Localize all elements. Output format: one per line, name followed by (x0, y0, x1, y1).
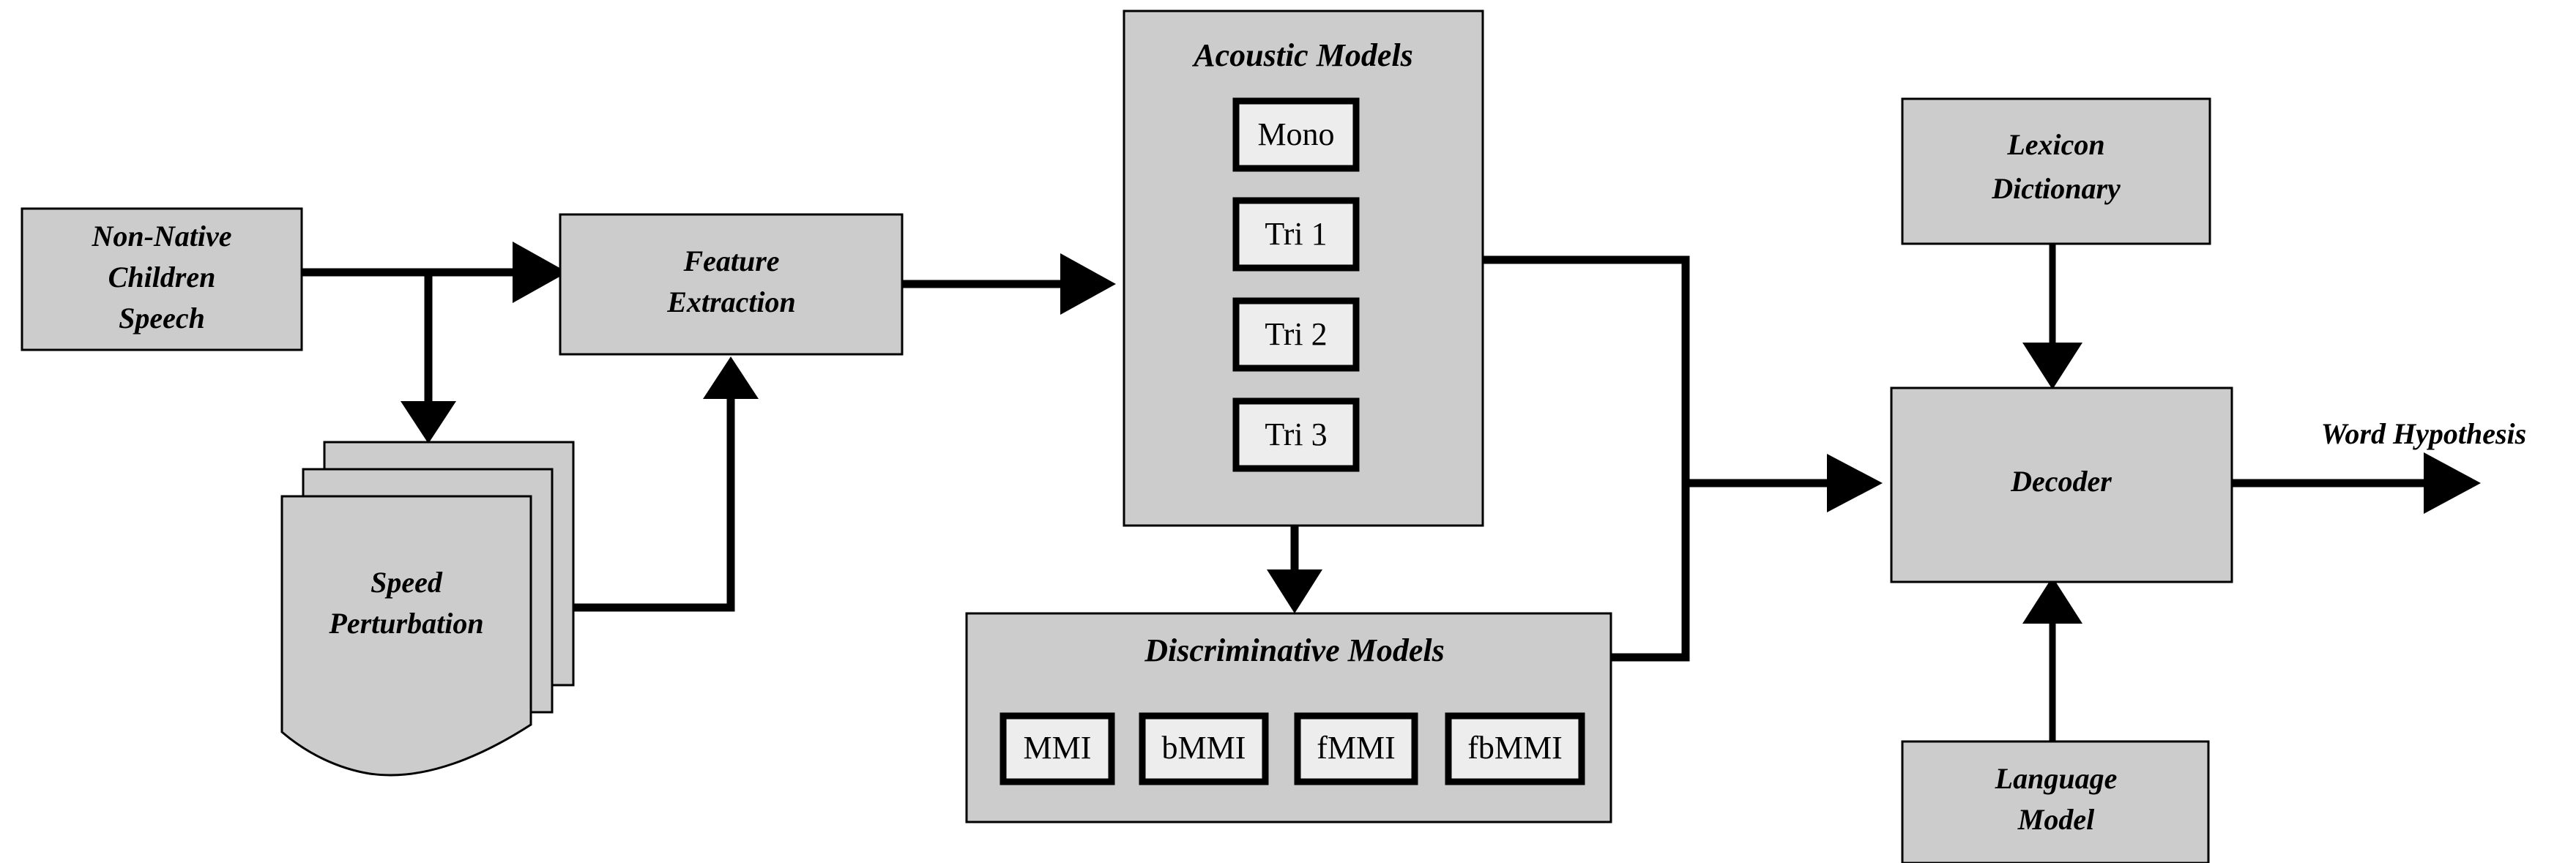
group-acoustic-models[interactable]: Acoustic Models Mono Tri 1 Tri 2 Tri 3 (1123, 10, 1484, 527)
acoustic-models-title: Acoustic Models (1191, 37, 1412, 73)
language-label-line2: Model (2017, 803, 2095, 836)
acoustic-item-tri1[interactable]: Tri 1 (1232, 197, 1360, 272)
augment-label-line2: Perturbation (328, 607, 483, 640)
acoustic-item-tri2[interactable]: Tri 2 (1232, 297, 1360, 372)
discriminative-item-label: fbMMI (1467, 730, 1563, 766)
node-speed-perturbation[interactable]: Speed Perturbation (280, 441, 575, 777)
acoustic-item-tri3[interactable]: Tri 3 (1232, 397, 1360, 472)
acoustic-item-mono[interactable]: Mono (1232, 97, 1360, 172)
acoustic-item-label: Mono (1257, 116, 1334, 152)
edge-input-to-feature (302, 242, 567, 303)
edge-feature-to-acoustic (902, 253, 1116, 315)
input-label-line1: Non-Native (91, 220, 231, 253)
augment-label-line1: Speed (371, 566, 443, 599)
decoder-label: Decoder (2010, 465, 2112, 498)
edge-language-to-decoder (2022, 577, 2082, 747)
arrowhead-icon (703, 356, 759, 399)
lexicon-label-line1: Lexicon (2006, 128, 2104, 161)
arrowhead-icon (1267, 569, 1322, 613)
acoustic-item-label: Tri 3 (1265, 416, 1327, 452)
node-language-model[interactable]: Language Model (1901, 740, 2210, 863)
discriminative-item-label: fMMI (1317, 730, 1396, 766)
node-output-word-hypothesis: Word Hypothesis (2321, 417, 2526, 450)
arrowhead-icon (2022, 343, 2082, 389)
discriminative-models-title: Discriminative Models (1144, 632, 1444, 668)
node-input-speech[interactable]: Non-Native Children Speech (21, 207, 303, 351)
output-label: Word Hypothesis (2321, 417, 2526, 450)
edge-acoustic-to-decoder (1483, 255, 1690, 483)
language-label-line1: Language (1995, 762, 2118, 795)
input-label-line3: Speech (119, 302, 205, 335)
edge-input-to-augment (401, 272, 456, 444)
acoustic-item-label: Tri 1 (1265, 216, 1327, 252)
group-discriminative-models[interactable]: Discriminative Models MMI bMMI fMMI fbMM… (965, 612, 1612, 823)
discriminative-item-mmi[interactable]: MMI (999, 712, 1115, 785)
node-lexicon-dictionary[interactable]: Lexicon Dictionary (1901, 97, 2211, 245)
arrowhead-icon (401, 401, 456, 444)
discriminative-item-label: bMMI (1162, 730, 1246, 766)
arrowhead-icon (513, 242, 567, 303)
arrowhead-icon (2424, 452, 2481, 514)
arrowhead-icon (2022, 577, 2082, 624)
edge-decoder-to-output (2232, 452, 2481, 514)
discriminative-item-fbmmi[interactable]: fbMMI (1445, 712, 1585, 785)
edge-augment-to-feature (570, 356, 759, 612)
arrowhead-icon (1060, 253, 1116, 315)
lexicon-label-line2: Dictionary (1991, 172, 2121, 205)
discriminative-item-fmmi[interactable]: fMMI (1294, 712, 1418, 785)
edge-discriminative-to-decoder (1611, 454, 1883, 662)
node-decoder[interactable]: Decoder (1890, 386, 2233, 583)
feature-label-line1: Feature (682, 244, 779, 277)
arrowhead-icon (1827, 454, 1883, 512)
discriminative-item-label: MMI (1024, 730, 1092, 766)
acoustic-item-label: Tri 2 (1265, 316, 1327, 352)
input-label-line2: Children (108, 261, 216, 294)
discriminative-item-bmmi[interactable]: bMMI (1139, 712, 1269, 785)
node-feature-extraction[interactable]: Feature Extraction (559, 213, 904, 356)
edge-lexicon-to-decoder (2022, 244, 2082, 389)
feature-label-line2: Extraction (666, 285, 796, 318)
